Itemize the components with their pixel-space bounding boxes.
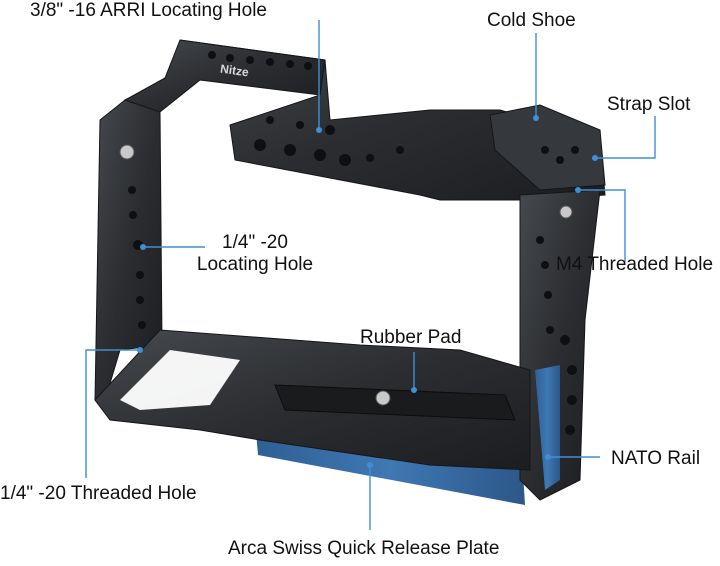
top-plate-holes <box>208 51 404 166</box>
base-screw-icon <box>375 390 391 406</box>
nato-rail <box>535 365 560 490</box>
callout-arca-plate: Arca Swiss Quick Release Plate <box>228 538 500 559</box>
dot-nato-rail <box>545 454 551 460</box>
dot-cold-shoe <box>533 115 539 121</box>
right-upright-holes <box>536 146 579 435</box>
dot-rubber-pad <box>411 387 417 393</box>
dot-arca-plate <box>367 462 373 468</box>
dot-arri-hole <box>316 127 322 133</box>
leader-lines <box>85 20 656 530</box>
brand-engraving: Nitze <box>219 62 250 80</box>
callout-locating-hole-line2: Locating Hole <box>196 254 314 275</box>
leader-strap-slot <box>595 116 656 159</box>
dot-locating-hole <box>140 244 146 250</box>
leader-threaded-hole <box>85 349 140 478</box>
callout-m4-hole: M4 Threaded Hole <box>556 254 714 275</box>
callout-rubber-pad: Rubber Pad <box>360 327 462 348</box>
callout-cold-shoe: Cold Shoe <box>487 10 576 31</box>
base-cutout <box>120 350 240 410</box>
callout-locating-hole-line1: 1/4" -20 <box>222 232 288 253</box>
callout-strap-slot: Strap Slot <box>607 94 691 115</box>
callout-threaded-hole: 1/4" -20 Threaded Hole <box>0 483 197 504</box>
left-screw-icon <box>119 144 135 160</box>
dot-m4-hole <box>575 187 581 193</box>
dot-strap-slot <box>592 155 598 161</box>
callout-locating-hole: 1/4" -20 Locating Hole <box>185 232 325 276</box>
left-upright-holes <box>128 186 146 329</box>
leader-m4-hole <box>578 189 626 262</box>
m4-screw-icon <box>559 205 573 219</box>
callout-nato-rail: NATO Rail <box>611 448 701 469</box>
callout-arri-hole: 3/8" -16 ARRI Locating Hole <box>30 0 267 21</box>
rubber-pad <box>274 384 516 421</box>
dot-threaded-hole <box>137 347 143 353</box>
